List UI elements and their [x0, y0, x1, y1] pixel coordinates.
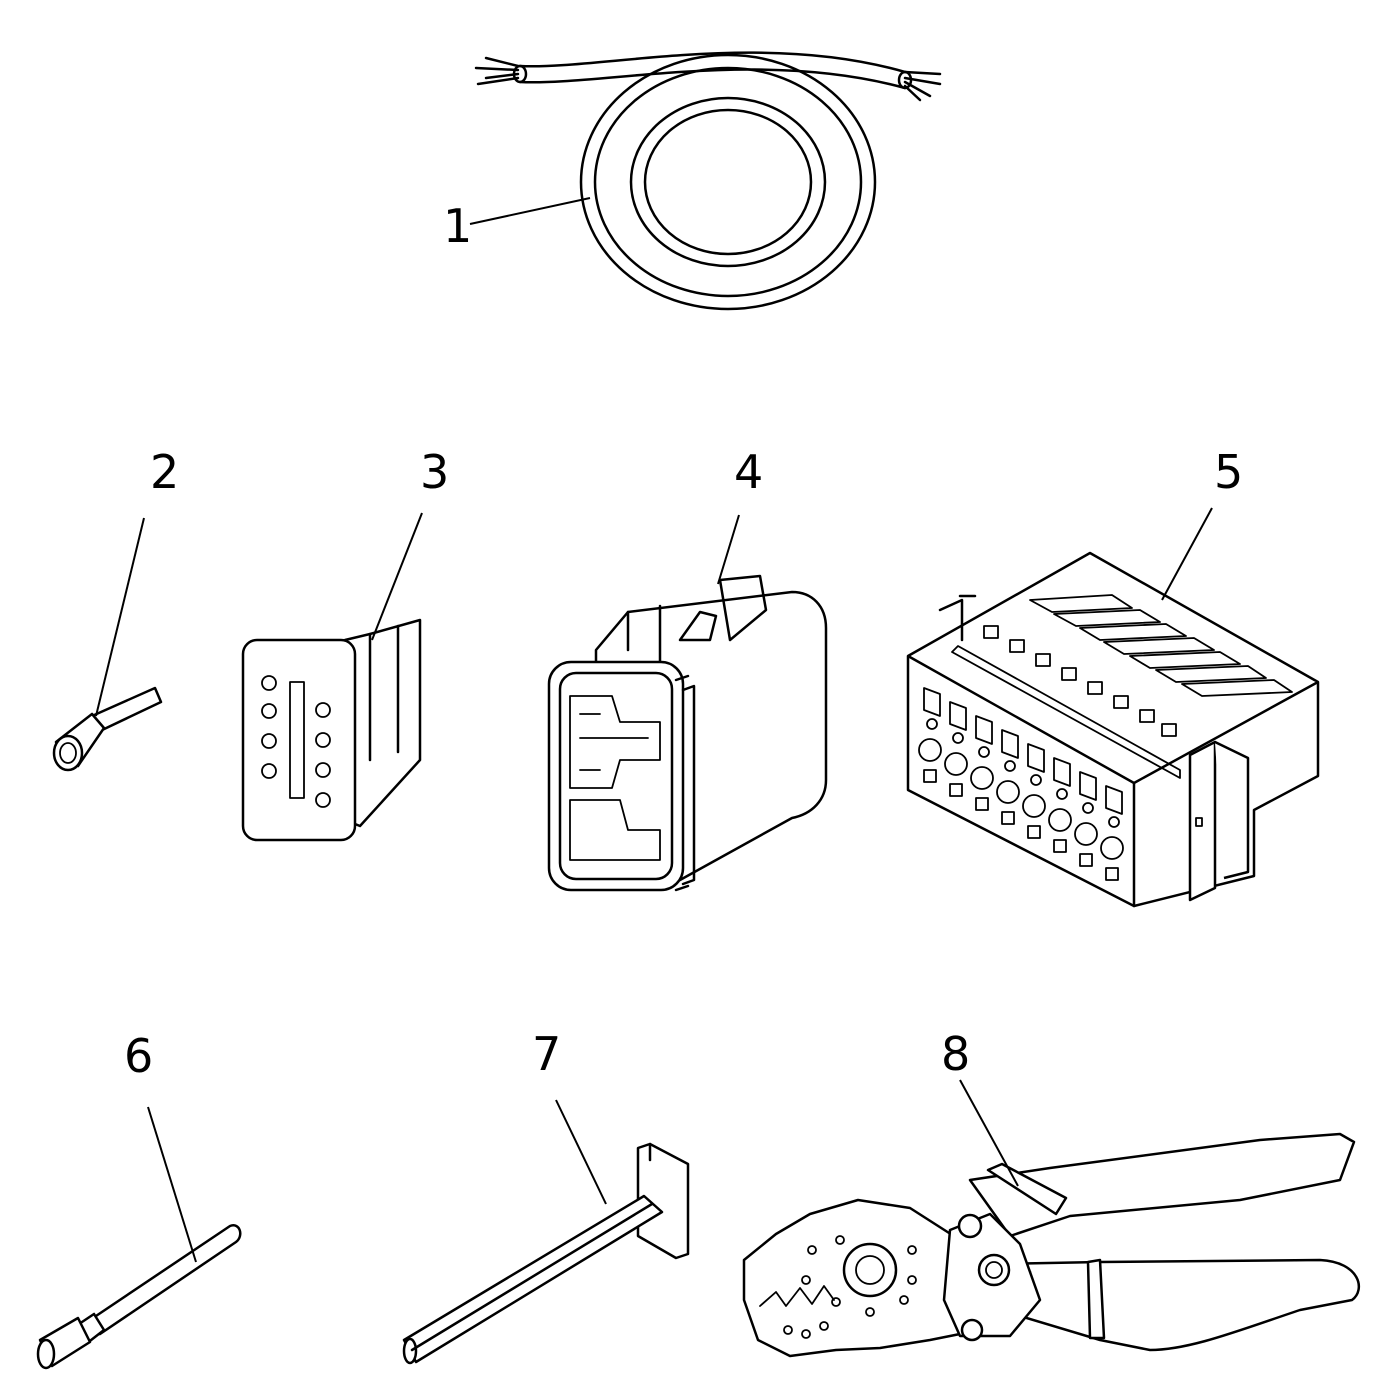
- contact-pin: [36, 1224, 242, 1370]
- multi-pin-connector-block: [906, 551, 1320, 908]
- label-1: 1: [443, 199, 472, 253]
- connector-housing: [547, 574, 828, 892]
- crimping-pliers: [742, 1132, 1361, 1358]
- label-4: 4: [734, 445, 763, 499]
- wire-end-ferrule: [52, 686, 163, 772]
- cable-coil: [474, 51, 942, 311]
- removal-tool: [402, 1142, 690, 1365]
- label-5: 5: [1214, 445, 1243, 499]
- label-6: 6: [124, 1029, 153, 1083]
- wedge-lock: [241, 618, 422, 842]
- label-3: 3: [420, 445, 449, 499]
- label-2: 2: [150, 445, 179, 499]
- label-7: 7: [532, 1027, 561, 1081]
- label-8: 8: [941, 1027, 970, 1081]
